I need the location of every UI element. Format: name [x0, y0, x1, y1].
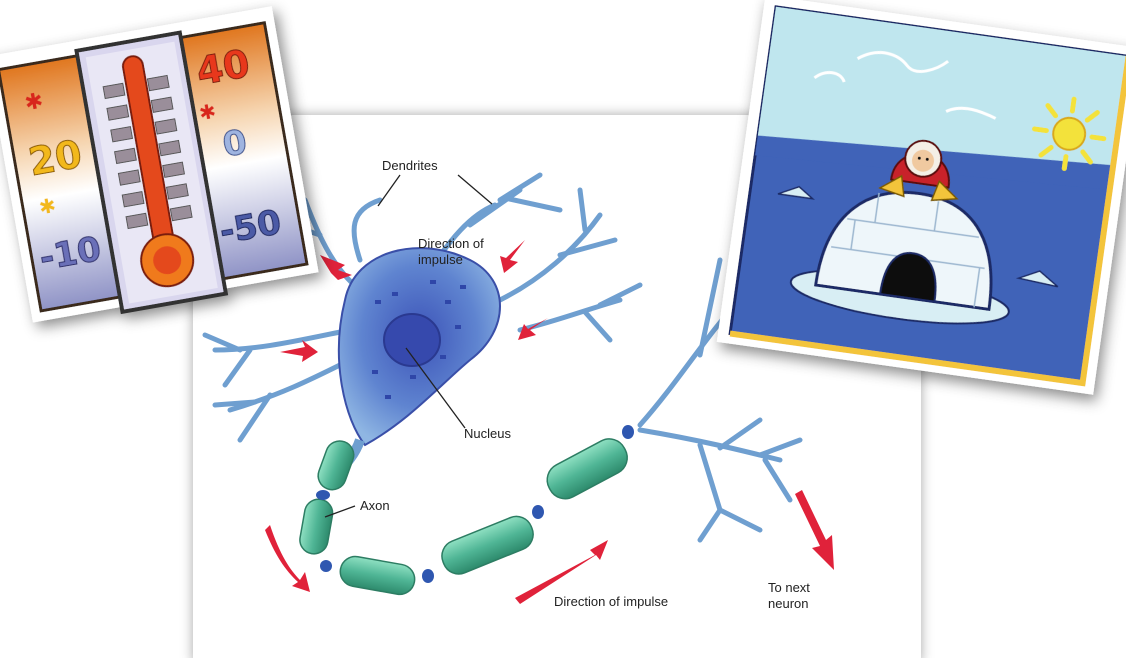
scale-20: 20 — [25, 132, 85, 185]
label-direction-top-2: impulse — [418, 252, 463, 267]
label-direction-bottom: Direction of impulse — [554, 594, 668, 609]
label-axon: Axon — [360, 498, 390, 513]
label-dendrites: Dendrites — [382, 158, 438, 173]
thermometer-clipart: 20 -10 40 0 -50 ✱ ✱ ✱ — [0, 6, 319, 327]
nucleus-shape — [384, 314, 440, 366]
label-next-neuron-2: neuron — [768, 596, 808, 611]
igloo-clipart — [717, 0, 1126, 395]
label-next-neuron-1: To next — [768, 580, 810, 595]
label-nucleus: Nucleus — [464, 426, 511, 441]
label-direction-top-1: Direction of — [418, 236, 484, 251]
scale-40: 40 — [193, 41, 253, 94]
